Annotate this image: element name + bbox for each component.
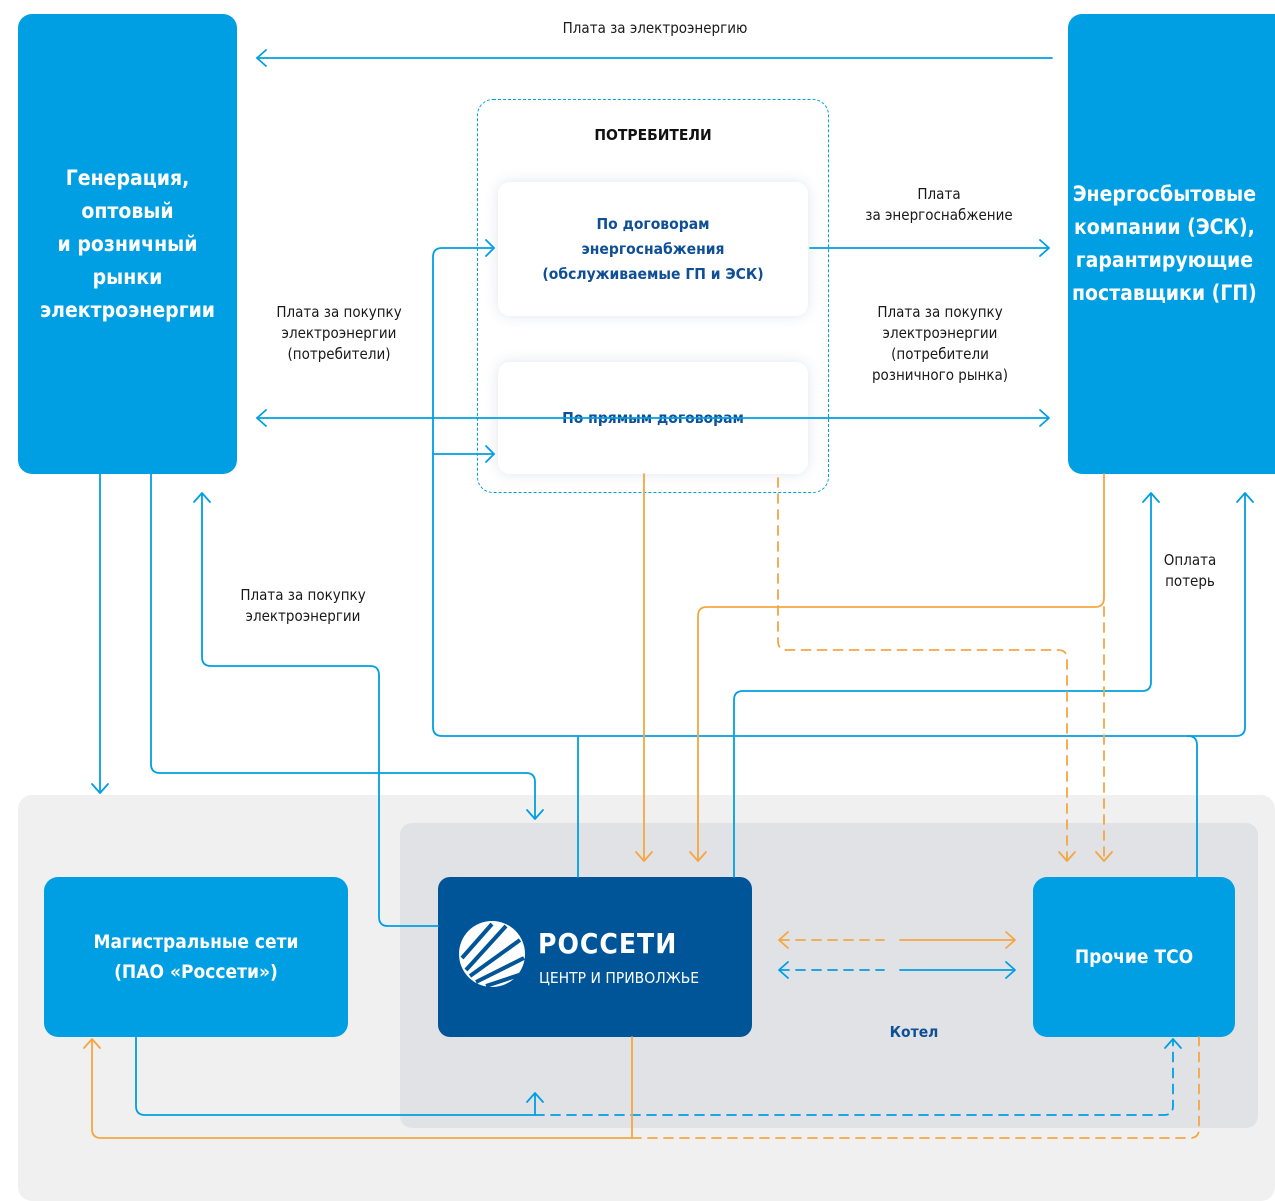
main-grids-box: Магистральные сети (ПАО «Россети») — [44, 877, 348, 1037]
consumers-group — [477, 99, 829, 493]
esk-box: Энергосбытовые компании (ЭСК), гарантиру… — [1068, 14, 1275, 474]
loss-payment-label: Оплата потерь — [1163, 551, 1217, 590]
generation-box: Генерация, оптовый и розничный рынки эле… — [18, 14, 237, 474]
kotel-label: Котел — [889, 1023, 939, 1041]
other-tso-label: Прочие ТСО — [1074, 946, 1194, 968]
rosseti-to-main — [91, 1036, 633, 1139]
generation-label: Генерация, оптовый и розничный рынки эле… — [39, 165, 216, 322]
supply-payment-label: Плата за энергоснабжение — [865, 185, 1013, 224]
supply-contracts-label: По договорам энергоснабжения (обслуживае… — [542, 214, 764, 283]
direct-to-tso-dashed — [777, 477, 1068, 861]
consumer-input-loop — [432, 247, 1198, 878]
top-payment-label: Плата за электроэнергию — [562, 19, 748, 37]
left-purchase-label: Плата за покупку электроэнергии (потреби… — [276, 303, 402, 363]
rosseti-name: РОССЕТИ — [538, 927, 678, 960]
main-to-rosseti — [135, 1036, 536, 1116]
rosseti-logo-icon — [459, 921, 525, 988]
mid-purchase-label: Плата за покупку электроэнергии — [240, 586, 366, 625]
consumers-title: ПОТРЕБИТЕЛИ — [594, 126, 712, 144]
right-purchase-label: Плата за покупку электроэнергии (потреби… — [871, 303, 1009, 384]
other-tso-box: Прочие ТСО — [1033, 877, 1235, 1037]
supply-contracts-box: По договорам энергоснабжения (обслуживае… — [498, 182, 808, 316]
rosseti-to-tso-dashed — [631, 1036, 1200, 1139]
main-grids-label: Магистральные сети (ПАО «Россети») — [93, 931, 299, 983]
rosseti-to-esk — [733, 493, 1152, 878]
esk-to-rosseti — [697, 473, 1105, 861]
mid-purchase-loop — [201, 493, 439, 927]
tso-dashed-blue — [534, 1039, 1174, 1116]
rosseti-subtitle: ЦЕНТР И ПРИВОЛЖЬЕ — [539, 969, 700, 987]
generation-to-rosseti — [150, 473, 536, 819]
esk-label: Энергосбытовые компании (ЭСК), гарантиру… — [1072, 182, 1257, 305]
